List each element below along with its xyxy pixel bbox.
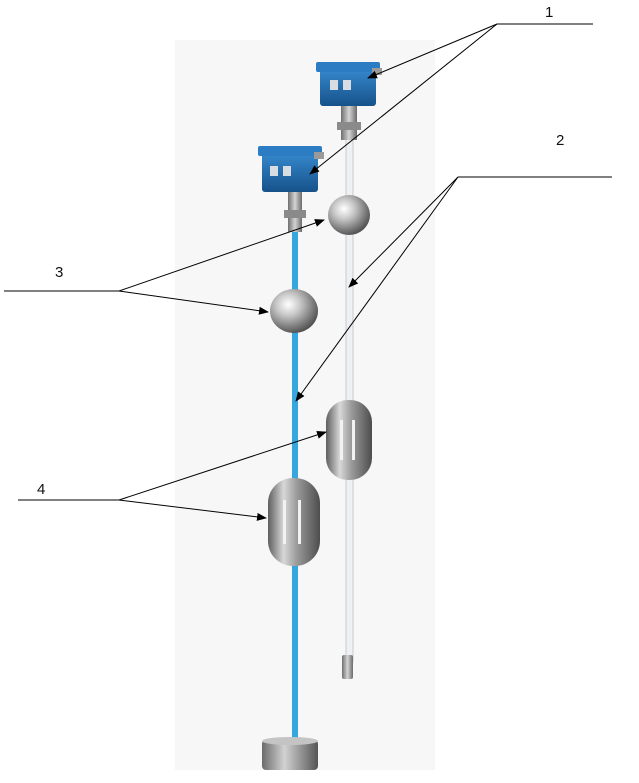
rear-ball-float (328, 195, 370, 235)
front-stem-nut (284, 210, 306, 218)
callout-label-4: 4 (37, 481, 45, 498)
callout-label-2: 2 (556, 132, 564, 149)
callout-3-leaders (4, 219, 325, 315)
rear-housing (316, 62, 382, 106)
front-ball-float (270, 289, 318, 333)
rear-stem-nut (337, 122, 361, 130)
callout-label-3: 3 (55, 264, 63, 281)
rear-switch (316, 62, 382, 679)
front-switch (258, 146, 324, 770)
counterweight (262, 737, 318, 770)
rear-capsule-float (326, 400, 372, 480)
callout-1-leaders (309, 23, 593, 175)
callout-label-1: 1 (545, 4, 553, 21)
front-cable-gland (314, 152, 324, 159)
callout-2-leaders (295, 176, 612, 402)
front-capsule-float (268, 478, 320, 566)
rear-end-cap (342, 655, 353, 679)
front-stem (288, 186, 302, 232)
callout-4-leaders (18, 431, 327, 521)
front-housing (258, 146, 324, 192)
